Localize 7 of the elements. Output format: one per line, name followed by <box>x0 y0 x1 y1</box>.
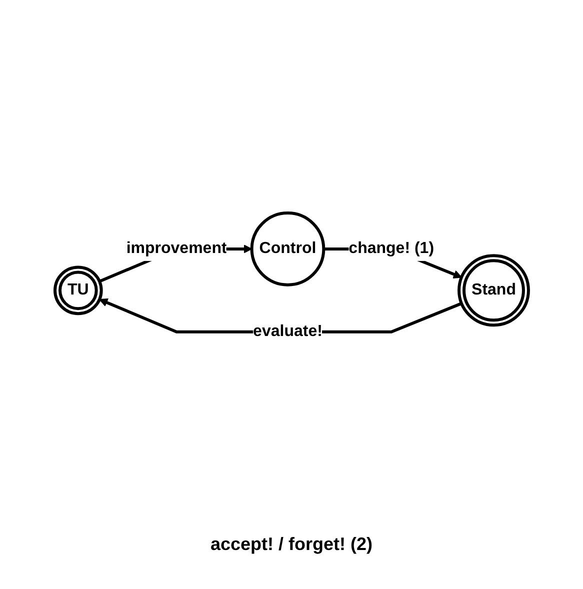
transition-note: accept! / forget! (2) <box>210 534 373 555</box>
node-circle: TU <box>53 265 103 315</box>
node-circle: Control <box>250 211 325 286</box>
node-circle: Stand <box>457 254 530 326</box>
edge-label: change! (1) <box>348 240 434 256</box>
edge-label: improvement <box>126 240 227 256</box>
edge-label: evaluate! <box>252 322 322 340</box>
